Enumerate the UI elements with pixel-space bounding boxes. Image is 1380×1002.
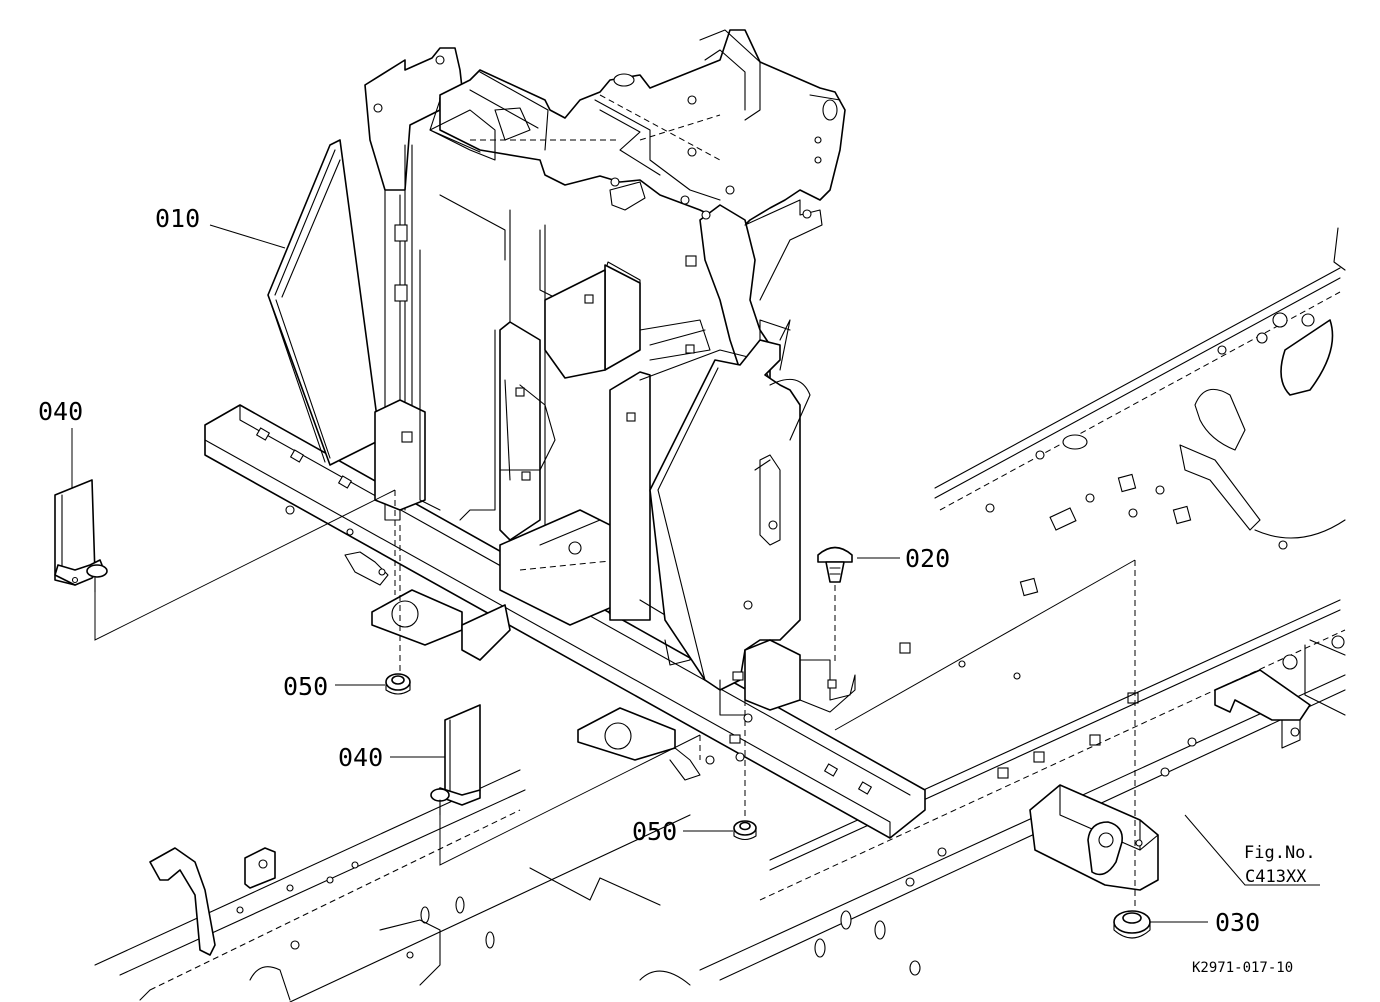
part-050-nut-left (385, 673, 411, 695)
callout-040-bottom: 040 (338, 743, 383, 772)
figure-label: Fig.No. (1244, 843, 1316, 863)
callout-050-bottom: 050 (632, 817, 677, 846)
reference-code: K2971-017-10 (1192, 960, 1293, 976)
callout-030: 030 (1215, 908, 1260, 937)
chassis-frame (94, 227, 1346, 1002)
callout-leaders (71, 224, 1320, 923)
part-030-nut (1113, 910, 1151, 939)
part-020-bolt (817, 546, 853, 583)
right-shield-panel (649, 319, 856, 716)
part-050-nut-bottom (733, 820, 757, 841)
part-040-bracket-left (54, 479, 108, 593)
callout-050-left: 050 (283, 672, 328, 701)
callout-040-left: 040 (38, 397, 83, 426)
callout-020: 020 (905, 544, 950, 573)
callout-010: 010 (155, 204, 200, 233)
radiator-frame (364, 29, 846, 666)
figure-number: C413XX (1245, 867, 1307, 887)
part-040-bracket-bottom (430, 704, 481, 816)
assembly-lines (94, 489, 1136, 908)
part-010-shield-panel (267, 139, 381, 466)
